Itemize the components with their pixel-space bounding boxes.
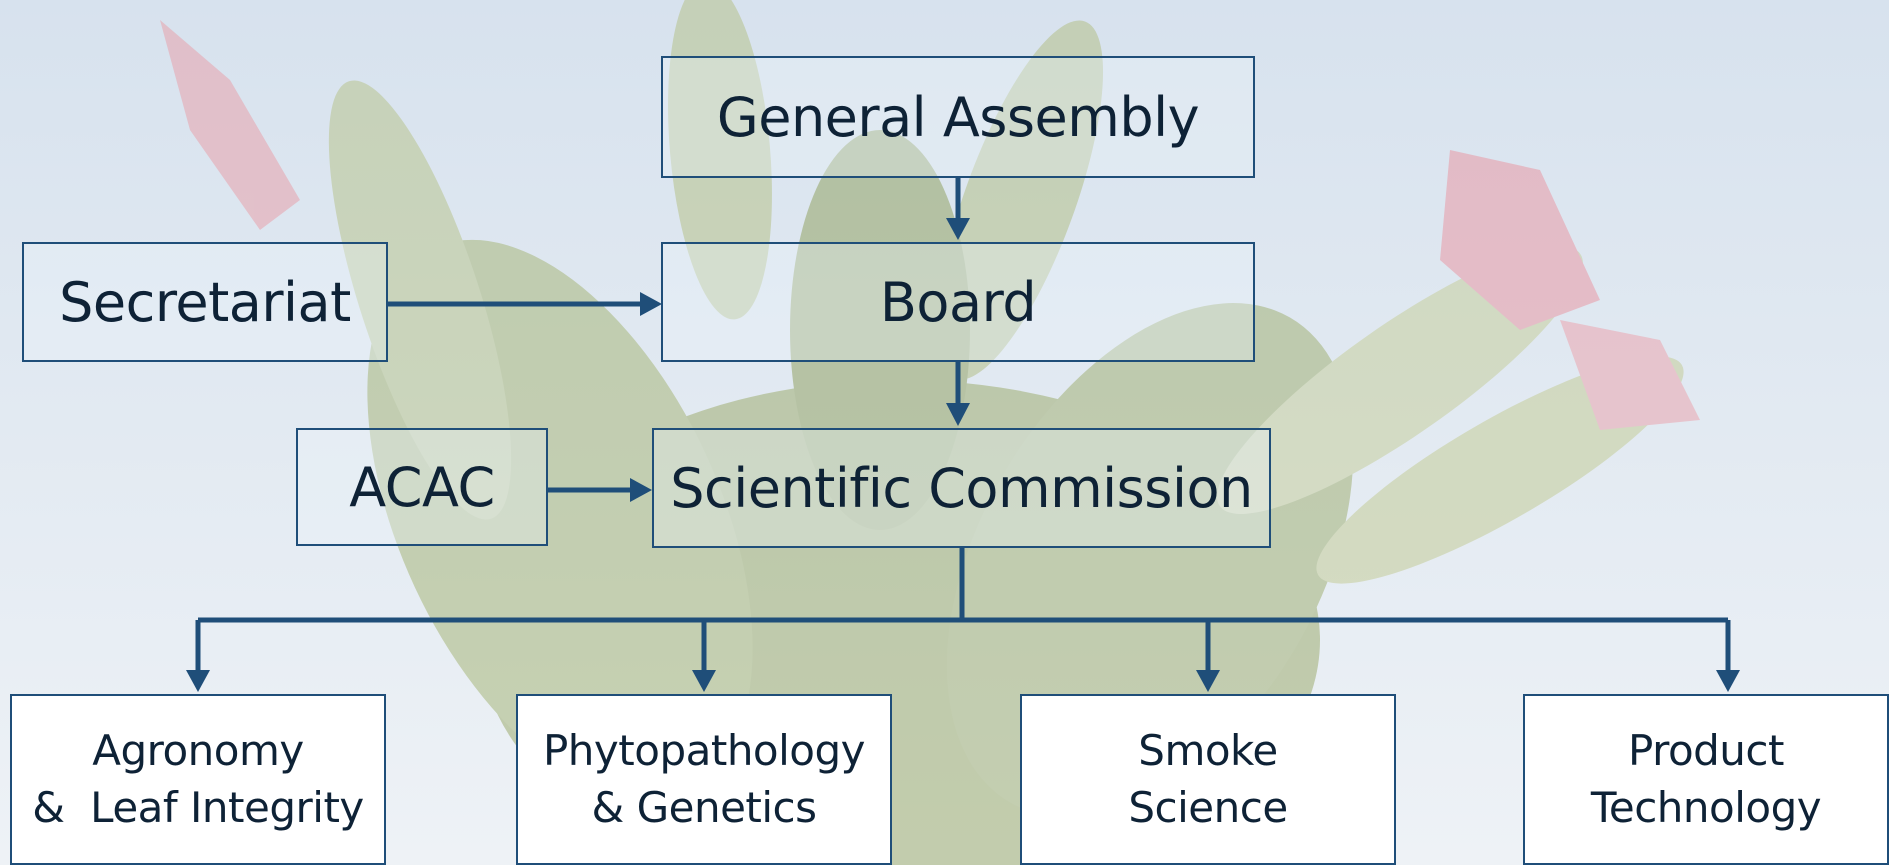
group-phytopathology-node: Phytopathology & Genetics: [516, 694, 892, 865]
group-label-line2: Science: [1128, 782, 1288, 832]
node-label: Secretariat: [59, 270, 351, 334]
group-label-line1: Agronomy: [92, 725, 304, 775]
group-label-line1: Smoke: [1138, 725, 1278, 775]
group-label-line1: Phytopathology: [542, 725, 866, 775]
node-label: Board: [879, 270, 1037, 334]
group-product-technology-node: Product Technology: [1523, 694, 1889, 865]
acac-node: ACAC: [296, 428, 548, 546]
group-label-line2: & Genetics: [591, 782, 817, 832]
board-node: Board: [661, 242, 1255, 362]
scientific-commission-node: Scientific Commission: [652, 428, 1271, 548]
group-label-line1: Product: [1628, 725, 1784, 775]
group-label-line2: Technology: [1590, 782, 1822, 832]
node-label: Scientific Commission: [670, 456, 1253, 520]
node-label: General Assembly: [716, 85, 1200, 149]
group-smoke-science-node: Smoke Science: [1020, 694, 1396, 865]
secretariat-node: Secretariat: [22, 242, 388, 362]
group-agronomy-node: Agronomy & Leaf Integrity: [10, 694, 386, 865]
node-label: ACAC: [349, 455, 495, 519]
general-assembly-node: General Assembly: [661, 56, 1255, 178]
group-label-line2: & Leaf Integrity: [32, 782, 364, 832]
